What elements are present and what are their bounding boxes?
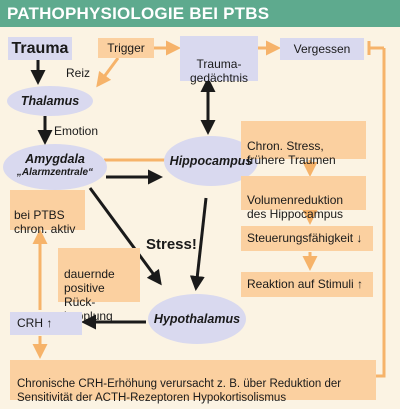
feedback-box: dauernde positive Rück- kopplung <box>58 248 140 323</box>
hippocampus-to-hypothalamus-arrow <box>189 197 208 291</box>
hypothalamus-node: Hypothalamus <box>148 294 246 344</box>
header-bar: PATHOPHYSIOLOGIE BEI PTBS <box>0 0 400 27</box>
volume-reduction-box: Volumenreduktion des Hippocampus <box>241 176 366 221</box>
reaction-box: Reaktion auf Stimuli ↑ <box>241 272 373 297</box>
trigger-to-thalamus-arrow <box>96 57 120 88</box>
crh-box: CRH ↑ <box>10 312 82 335</box>
thalamus-node: Thalamus <box>7 86 93 116</box>
amygdala-node: Amygdala „Alarmzentrale“ <box>3 144 107 190</box>
trauma-memory-box: Trauma- gedächtnis <box>180 36 258 85</box>
chronic-stress-box: Chron. Stress, frühere Traumen <box>241 121 366 167</box>
emotion-label: Emotion <box>54 124 99 138</box>
amygdala-to-hypothalamus-arrow <box>88 187 162 286</box>
forgetting-box: Vergessen <box>280 38 364 60</box>
ptbs-active-box: bei PTBS chron. aktiv <box>10 190 85 236</box>
control-box: Steuerungsfähigkeit ↓ <box>241 226 373 251</box>
trauma-box: Trauma <box>8 37 72 60</box>
page-title: PATHOPHYSIOLOGIE BEI PTBS <box>7 4 270 23</box>
reiz-label: Reiz <box>66 66 91 80</box>
bottom-note-box: Chronische CRH-Erhöhung verursacht z. B.… <box>10 360 376 404</box>
trigger-box: Trigger <box>98 38 154 58</box>
stress-label: Stress! <box>146 236 197 253</box>
